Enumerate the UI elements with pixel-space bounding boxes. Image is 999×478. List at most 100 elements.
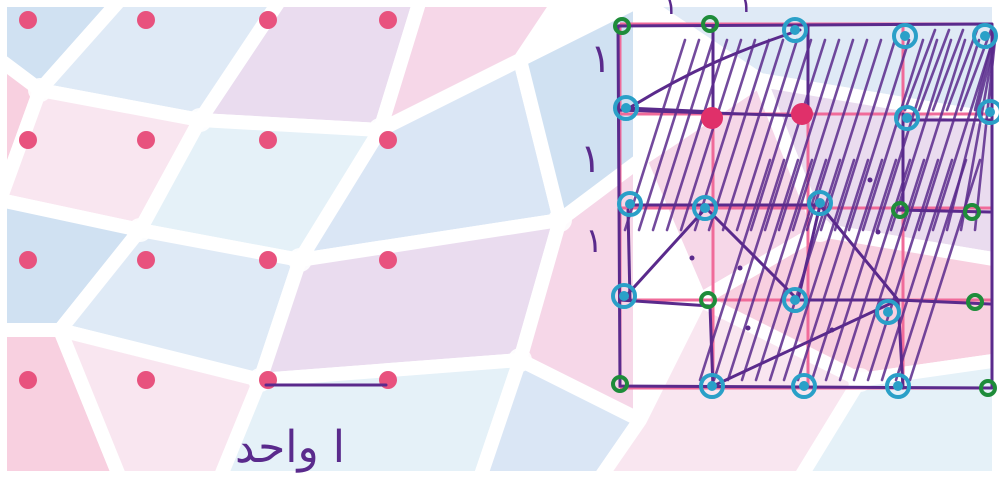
blue-circle-marker (692, 195, 718, 221)
hatch-stroke (665, 38, 729, 232)
blue-circle-marker (782, 287, 808, 313)
top-mark-2: ١ (738, 0, 753, 19)
grid-dot (379, 131, 397, 149)
outline-stroke (818, 203, 900, 302)
grid-dot (19, 11, 37, 29)
red-dot-marker (701, 107, 723, 129)
blue-dot-marker (893, 381, 903, 391)
blue-dot-marker (799, 381, 809, 391)
green-circle-marker (966, 293, 984, 311)
hatch-stroke (847, 38, 911, 232)
hatch-stroke (810, 158, 884, 382)
hatch-stroke (721, 38, 785, 232)
hatch-stroke (852, 158, 926, 382)
hatch-stroke (763, 38, 827, 232)
outline-stroke (624, 206, 708, 298)
hatch-stroke (637, 38, 701, 232)
ink-dot (737, 265, 743, 271)
blue-dot-marker (815, 198, 825, 208)
blue-dot-marker (980, 31, 990, 41)
ink-dot (689, 255, 695, 261)
blue-circle-marker (892, 23, 918, 49)
hatch-stroke (866, 158, 940, 382)
grid-dot (137, 371, 155, 389)
top-mark-1: ١ (663, 0, 678, 21)
hatch-stroke (931, 38, 995, 232)
blue-circle-marker (885, 373, 911, 399)
grid-dot (137, 11, 155, 29)
blue-circle-marker (875, 299, 901, 325)
side-mark-3: ١ (585, 221, 603, 261)
hatch-stroke (623, 38, 687, 232)
hatch-stroke (908, 158, 982, 382)
green-circle-marker (979, 379, 997, 397)
circled-points (611, 15, 999, 399)
ink-dot (829, 327, 835, 333)
green-circle-marker (963, 203, 981, 221)
hatch-stroke (833, 38, 897, 232)
blue-circle-marker (613, 95, 639, 121)
background-node (188, 108, 212, 132)
blue-dot-marker (619, 291, 629, 301)
blue-circle-marker (894, 105, 920, 131)
green-circle-marker (699, 291, 717, 309)
hatch-stroke (861, 38, 925, 232)
hatch-stroke (931, 28, 965, 112)
ink-dot (745, 325, 751, 331)
unit-label: ا واحد (235, 422, 345, 473)
grid-dot (137, 251, 155, 269)
hatch-stroke (945, 28, 979, 112)
blue-circle-marker (617, 191, 643, 217)
hatch-stroke (782, 158, 856, 382)
blue-circle-marker (699, 373, 725, 399)
hatch-stroke (880, 158, 954, 382)
hatch-stroke (726, 158, 800, 382)
hatch-stroke (796, 158, 870, 382)
hatch-stroke (712, 158, 786, 382)
outline-stroke (896, 112, 992, 214)
background-node (28, 78, 52, 102)
outline-stroke (624, 106, 718, 114)
hatch-stroke (917, 28, 951, 112)
green-circle-marker (891, 201, 909, 219)
hatch-stroke (889, 38, 953, 232)
hatch-stroke (740, 158, 814, 382)
background-node (508, 348, 532, 372)
blue-dot-marker (883, 307, 893, 317)
blue-circle-marker (972, 23, 998, 49)
grid-dot (19, 371, 37, 389)
green-circle-marker (613, 17, 631, 35)
hatch-stroke (735, 38, 799, 232)
hatch-stroke (903, 28, 937, 112)
background-node (288, 248, 312, 272)
background-facet (213, 353, 527, 478)
blue-dot-marker (790, 25, 800, 35)
red-dot-marker (791, 103, 813, 125)
blue-circle-marker (791, 373, 817, 399)
background-facet (0, 323, 127, 478)
blue-dot-marker (707, 381, 717, 391)
hatch-stroke (749, 38, 813, 232)
side-mark-1: ١ (590, 36, 611, 82)
hatch-stroke (959, 28, 993, 112)
blue-circle-marker (611, 283, 637, 309)
left-dot-grid (19, 11, 397, 389)
grid-dot (19, 251, 37, 269)
blue-dot-marker (985, 107, 995, 117)
grid-dot (137, 131, 155, 149)
hatch-stroke (651, 38, 715, 232)
hatch-stroke (824, 158, 898, 382)
blue-dot-marker (902, 113, 912, 123)
blue-circle-marker (807, 190, 833, 216)
hatch-stroke (707, 38, 771, 232)
blue-circle-marker (782, 17, 808, 43)
background-facet (473, 353, 647, 478)
hatch-stroke (875, 38, 939, 232)
outline-stroke (796, 203, 822, 302)
background-node (128, 218, 152, 242)
hatch-stroke (777, 38, 841, 232)
grid-dot (259, 11, 277, 29)
outline-stroke (711, 298, 900, 388)
